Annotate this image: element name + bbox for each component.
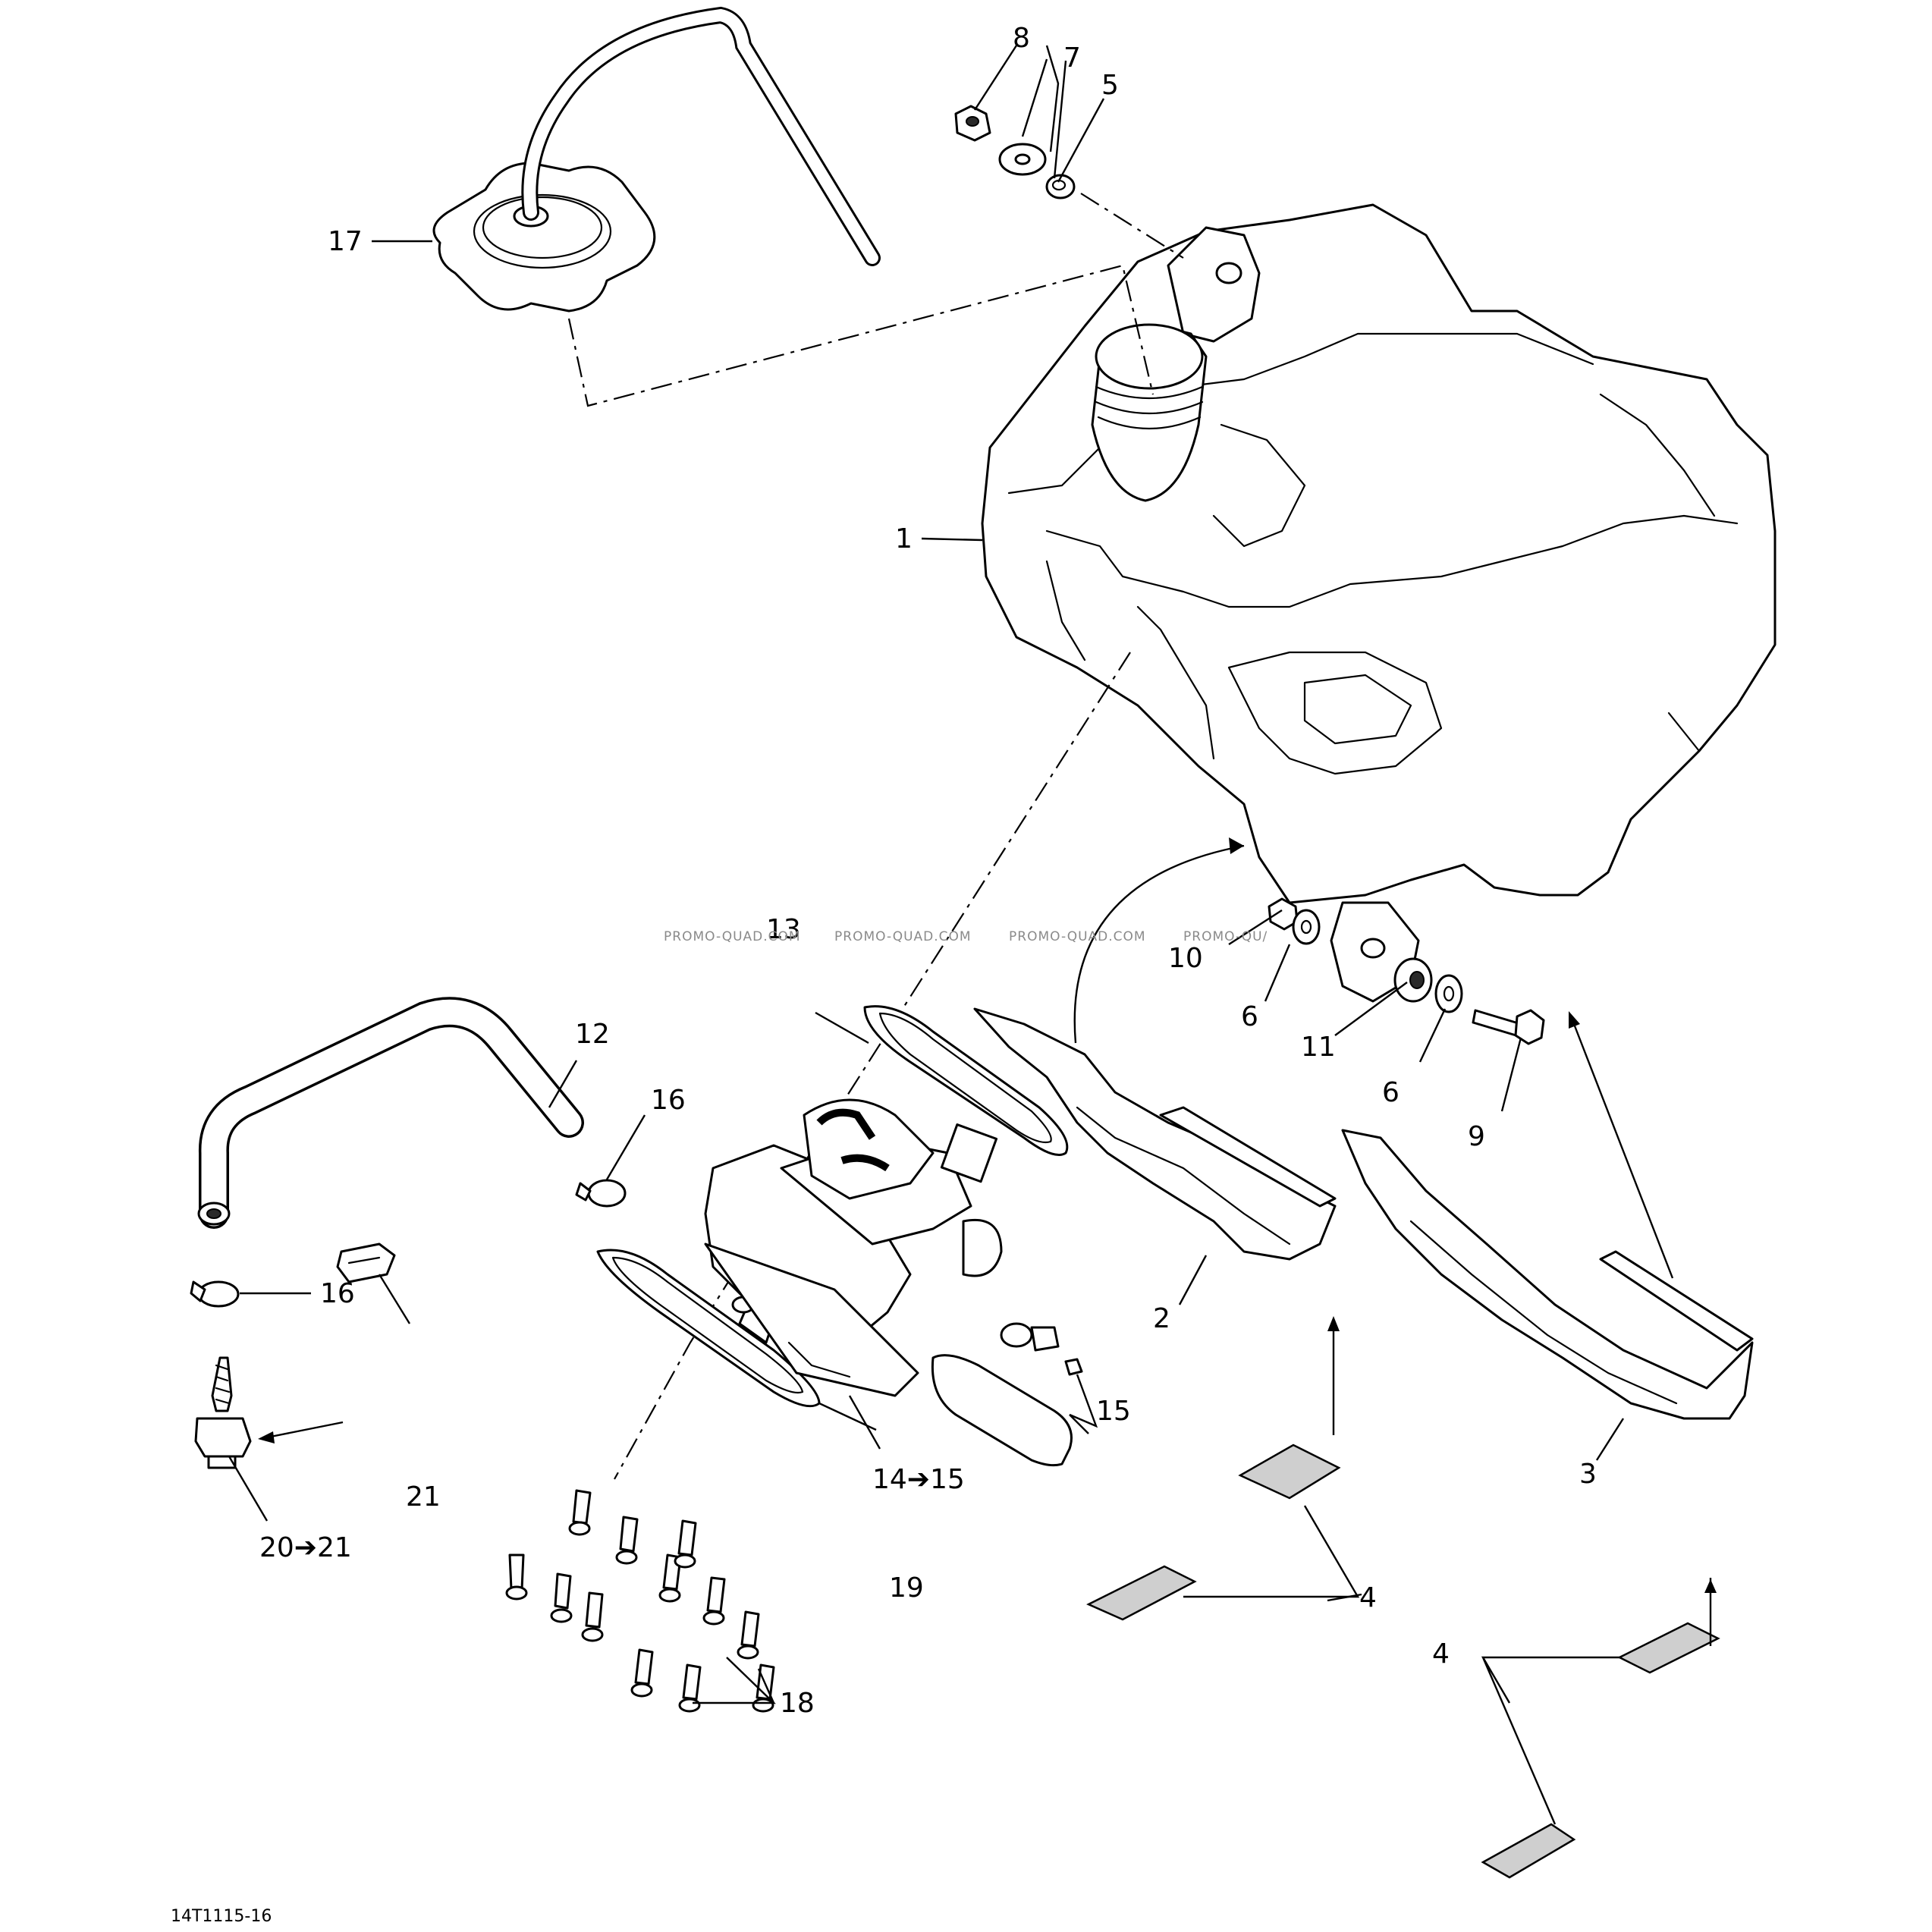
callout-4-right: 4 [1432,1638,1450,1670]
fuel-pump-module [704,1098,1003,1397]
leader-lines [228,45,1625,1825]
callout-15: 15 [1096,1396,1131,1427]
callout-7: 7 [1063,42,1081,74]
watermark-1: PROMO-QUAD.COM [664,929,801,944]
callout-16-lower: 16 [320,1278,355,1309]
quick-connector-20 [194,1356,252,1469]
watermark-4: PROMO-QU/ [1183,929,1268,944]
washer-6-upper [1292,909,1321,945]
clamp-16-upper [575,1179,627,1208]
callout-2: 2 [1153,1303,1170,1334]
callout-11: 11 [1301,1032,1336,1063]
callout-12: 12 [575,1019,610,1050]
screws-18 [505,1489,775,1713]
heat-shield-3 [1341,1129,1754,1420]
gasket-19 [596,1249,821,1408]
callout-9: 9 [1468,1121,1485,1152]
heat-shield-2 [973,1007,1337,1261]
callout-6-upper: 6 [1241,1001,1258,1032]
clamp-16-lower [190,1280,240,1308]
fuel-hose-12 [197,997,584,1229]
fuel-cap [432,162,656,313]
callout-6-lower: 6 [1382,1077,1400,1108]
callout-10: 10 [1168,943,1203,974]
callout-20-21: 20➔21 [259,1532,352,1563]
nut-8 [954,105,991,142]
washer-7 [998,143,1047,176]
fuel-tank [981,203,1776,1003]
callout-18: 18 [780,1688,815,1719]
callout-19: 19 [889,1572,924,1604]
vent-hose [521,6,881,266]
callout-3: 3 [1579,1459,1597,1490]
cap-alignment-line [567,264,1154,407]
callout-1: 1 [895,523,913,554]
callout-8: 8 [1013,23,1030,54]
callout-21: 21 [406,1481,441,1513]
watermarks: PROMO-QUAD.COM PROMO-QUAD.COM PROMO-QUAD… [664,929,1268,944]
callout-16-upper: 16 [651,1085,686,1116]
callout-4-center: 4 [1359,1582,1377,1613]
watermark-3: PROMO-QUAD.COM [1009,929,1146,944]
washer-6-lower [1434,974,1463,1013]
connector-15 [1000,1322,1083,1376]
watermark-2: PROMO-QUAD.COM [834,929,972,944]
assembly-arrows [258,837,1717,1646]
callout-14-15: 14➔15 [872,1464,965,1495]
bolt-9 [1472,1009,1545,1045]
callout-13: 13 [766,914,801,945]
sensor-cover-15 [931,1354,1073,1467]
grommet-11 [1393,957,1433,1003]
callout-17: 17 [328,226,363,257]
adhesive-pads-4 [1086,1444,1720,1879]
gasket-13 [863,1005,1069,1156]
callouts: 1 2 3 4 4 5 6 6 7 8 9 10 11 12 13 14➔15 … [259,23,1597,1719]
callout-5: 5 [1101,70,1119,101]
retainer-clip-21 [336,1242,396,1283]
bolt-alignment-line [1080,193,1184,259]
drawing-reference: 14T1115-16 [171,1907,272,1926]
